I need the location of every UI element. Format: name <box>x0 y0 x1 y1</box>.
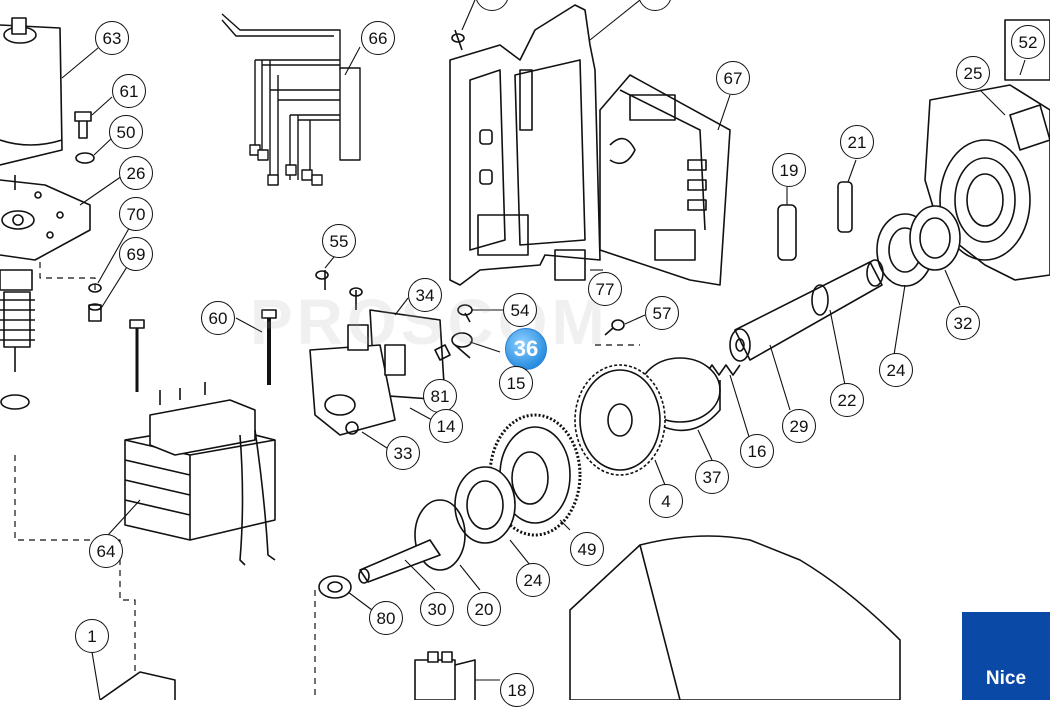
callout-63[interactable]: 63 <box>95 21 129 55</box>
screw-part-57 <box>604 319 625 336</box>
shaft-part-30 <box>358 539 441 584</box>
callout-49[interactable]: 49 <box>570 532 604 566</box>
callout-29[interactable]: 29 <box>782 409 816 443</box>
part-15 <box>451 332 473 359</box>
callout-16[interactable]: 16 <box>740 434 774 468</box>
seal-part-32 <box>909 205 961 271</box>
spring-part-16 <box>704 364 741 376</box>
wiring-harness-part-66 <box>221 13 361 186</box>
pin-part-21 <box>837 181 853 233</box>
callout-15[interactable]: 15 <box>499 366 533 400</box>
callout-34[interactable]: 34 <box>408 278 442 312</box>
cam-disc-part-4 <box>574 364 666 476</box>
cover-bottom <box>569 535 901 700</box>
callout-37[interactable]: 37 <box>695 460 729 494</box>
screw-part-61 <box>74 111 92 139</box>
callout-19[interactable]: 19 <box>772 153 806 187</box>
callout-30[interactable]: 30 <box>420 592 454 626</box>
callout-14[interactable]: 14 <box>429 409 463 443</box>
washer-part-80 <box>318 575 352 599</box>
callout-52[interactable]: 52 <box>1011 25 1045 59</box>
callout-66[interactable]: 66 <box>361 21 395 55</box>
shaft-part-22 <box>729 259 884 362</box>
callout-32[interactable]: 32 <box>946 306 980 340</box>
callout-20[interactable]: 20 <box>467 592 501 626</box>
transformer-part-64 <box>124 382 276 566</box>
callout-24-bottom[interactable]: 24 <box>516 563 550 597</box>
motor-part-63 <box>0 17 63 166</box>
screw-part-69 <box>88 303 102 322</box>
bearing-part-24-bottom <box>454 466 516 544</box>
callout-70[interactable]: 70 <box>119 197 153 231</box>
part-1-block <box>99 671 176 700</box>
callout-80[interactable]: 80 <box>369 601 403 635</box>
callout-18[interactable]: 18 <box>500 673 534 707</box>
callout-69[interactable]: 69 <box>119 237 153 271</box>
callout-54[interactable]: 54 <box>503 293 537 327</box>
callout-77[interactable]: 77 <box>588 272 622 306</box>
callout-50[interactable]: 50 <box>109 115 143 149</box>
callout-55[interactable]: 55 <box>322 224 356 258</box>
callout-61[interactable]: 61 <box>112 74 146 108</box>
washer-part-50 <box>75 152 95 164</box>
callout-26[interactable]: 26 <box>119 156 153 190</box>
callout-60[interactable]: 60 <box>201 301 235 335</box>
worm-screw <box>0 269 35 410</box>
screw-part-long <box>129 319 145 392</box>
callout-24-right[interactable]: 24 <box>879 353 913 387</box>
callout-1[interactable]: 1 <box>75 619 109 653</box>
brand-logo: Nice <box>962 612 1050 700</box>
housing-part-40 <box>449 4 601 286</box>
pin-part-19 <box>777 204 797 261</box>
connector-part-18 <box>414 651 476 700</box>
callout-33[interactable]: 33 <box>386 436 420 470</box>
callout-64[interactable]: 64 <box>89 534 123 568</box>
callout-81[interactable]: 81 <box>423 379 457 413</box>
callout-4[interactable]: 4 <box>649 484 683 518</box>
o-ring-part-20 <box>414 499 466 571</box>
screw-part-54 <box>457 304 473 323</box>
callout-25[interactable]: 25 <box>956 56 990 90</box>
washer-part-70 <box>88 283 102 293</box>
callout-57[interactable]: 57 <box>645 296 679 330</box>
callout-21[interactable]: 21 <box>840 125 874 159</box>
label-part-77 <box>554 249 586 281</box>
callout-36-highlighted[interactable]: 36 <box>505 328 547 370</box>
callout-22[interactable]: 22 <box>830 383 864 417</box>
control-board-part-67 <box>599 74 731 286</box>
screw-part-60 <box>261 309 277 385</box>
flange-plate-part-26 <box>0 175 91 261</box>
callout-67[interactable]: 67 <box>716 61 750 95</box>
